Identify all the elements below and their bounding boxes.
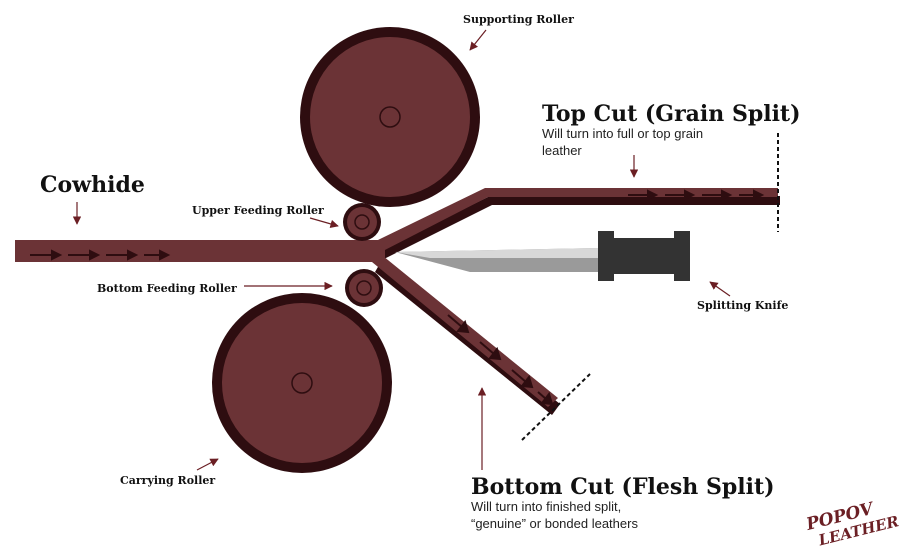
bottom-cut-title: Bottom Cut (Flesh Split)	[471, 474, 775, 500]
upper-feeding-roller	[343, 203, 381, 241]
top-cut-title: Top Cut (Grain Split)	[542, 101, 801, 127]
supporting-roller	[300, 27, 480, 207]
supporting-roller-label: Supporting Roller	[463, 13, 574, 26]
top-cut-desc-line2: leather	[542, 143, 582, 158]
bottom-cut-desc-line1: Will turn into finished split,	[471, 499, 621, 514]
cowhide-label: Cowhide	[40, 172, 145, 198]
carrying-roller-label: Carrying Roller	[120, 474, 215, 487]
upper-feeding-roller-label: Upper Feeding Roller	[192, 204, 324, 217]
carrying-roller	[212, 293, 392, 473]
cowhide-strip	[15, 188, 780, 415]
popov-leather-logo: POPOV LEATHER	[803, 499, 900, 550]
top-cut-desc-line1: Will turn into full or top grain	[542, 126, 703, 141]
splitting-knife	[395, 231, 690, 281]
bottom-feeding-roller	[345, 269, 383, 307]
bottom-feeding-roller-label: Bottom Feeding Roller	[97, 282, 237, 295]
bottom-cut-desc-line2: “genuine” or bonded leathers	[471, 516, 638, 531]
flow-arrows	[30, 189, 765, 406]
splitting-knife-label: Splitting Knife	[697, 299, 788, 312]
pointer-arrows	[72, 29, 731, 471]
bottom-cut-end-line	[521, 373, 591, 441]
